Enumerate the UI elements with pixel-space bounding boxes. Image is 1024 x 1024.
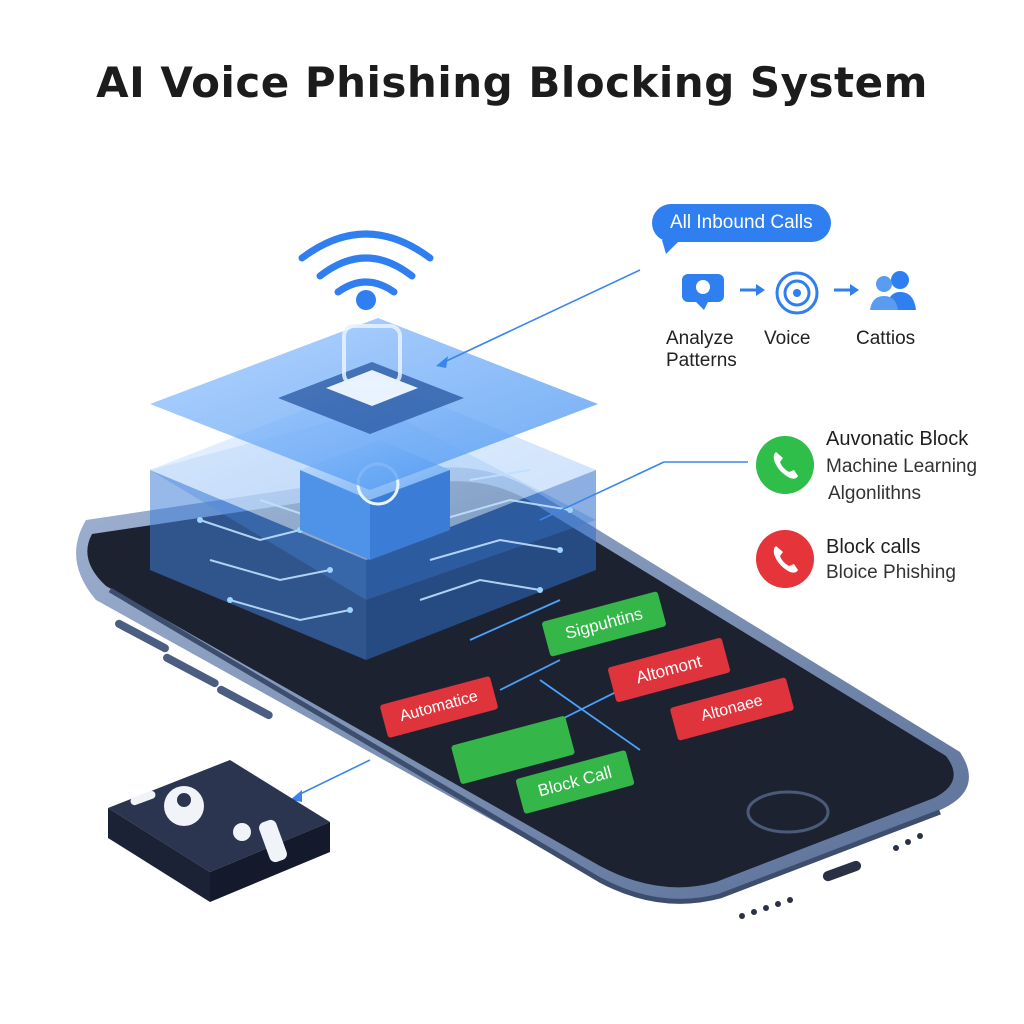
arrow-right-icon (834, 284, 859, 296)
legend-block-calls-title: Block calls (826, 536, 921, 558)
phone-edge (108, 587, 941, 904)
flow-voice-icon (774, 270, 820, 316)
connector-lines (295, 269, 748, 797)
circuit-nodes (197, 507, 573, 613)
flow-arrow-2 (832, 280, 860, 300)
flow-arrow-1 (738, 280, 766, 300)
fob-dot-icon (233, 823, 251, 841)
users-icon (870, 271, 916, 310)
tag-sigpuhtins: Sigpuhtins (541, 591, 667, 657)
lock-icon (326, 370, 418, 406)
side-button-2 (163, 653, 219, 688)
fob-bar-icon (259, 819, 287, 863)
side-button-1 (115, 619, 169, 653)
fob-left (108, 808, 210, 902)
circuit-traces (199, 469, 571, 622)
arrowhead-2 (290, 790, 302, 802)
wifi-dot (356, 290, 376, 310)
arrow-right-icon (740, 284, 765, 296)
page-title: AI Voice Phishing Blocking System (96, 58, 928, 107)
legend-auto-block-line-2: Algonlithns (828, 483, 921, 504)
phone-icon (773, 546, 798, 573)
speaker-grille (739, 833, 923, 919)
flow-label-voice: Voice (764, 328, 811, 349)
flow-label-analyze: Analyze Patterns (666, 328, 737, 371)
charging-port (822, 860, 862, 882)
flow-users-icon (866, 268, 918, 312)
tag-altonaee-label: Altonaee (699, 692, 765, 725)
arrowhead-1 (436, 356, 448, 368)
phone-icon (773, 452, 798, 479)
tag-automatice-label: Automatice (398, 687, 480, 726)
key-fob-device (108, 760, 330, 902)
fob-slot (130, 790, 156, 806)
flow-label-cattios: Cattios (856, 328, 916, 349)
inner-chip-right (370, 470, 450, 560)
wifi-signal-icon (298, 230, 434, 296)
legend-block-calls-line-1: Bloice Phishing (826, 562, 956, 583)
chat-icon (682, 274, 724, 310)
fob-user-head (177, 793, 191, 807)
tag-sigpuhtins-label: Sigpuhtins (563, 604, 645, 643)
legend-auto-block-title: Auvonatic Block (826, 428, 969, 450)
ai-chip-stack (150, 318, 598, 660)
flow-chat-icon (680, 272, 726, 310)
legend-block-calls-icon (756, 530, 814, 588)
tag-automatice: Automatice (379, 675, 499, 739)
tag-altonaee: Altonaee (669, 677, 795, 741)
inbound-calls-pill: All Inbound Calls (652, 204, 831, 254)
chip-side-right (366, 470, 596, 660)
side-button-3 (217, 685, 273, 720)
home-button (746, 790, 830, 834)
chip-side-left (150, 470, 366, 660)
fob-right (210, 822, 330, 902)
inner-chip-left (300, 470, 370, 560)
tag-block-call-label: Block Call (535, 762, 614, 801)
voice-wheel-icon (775, 271, 819, 315)
legend-auto-block-line-1: Machine Learning (826, 456, 978, 477)
tag-altomont-label: Altomont (634, 651, 704, 688)
tag-altomont: Altomont (607, 637, 731, 703)
lock-shackle-icon (342, 324, 402, 386)
legend-auto-block-icon (756, 436, 814, 494)
